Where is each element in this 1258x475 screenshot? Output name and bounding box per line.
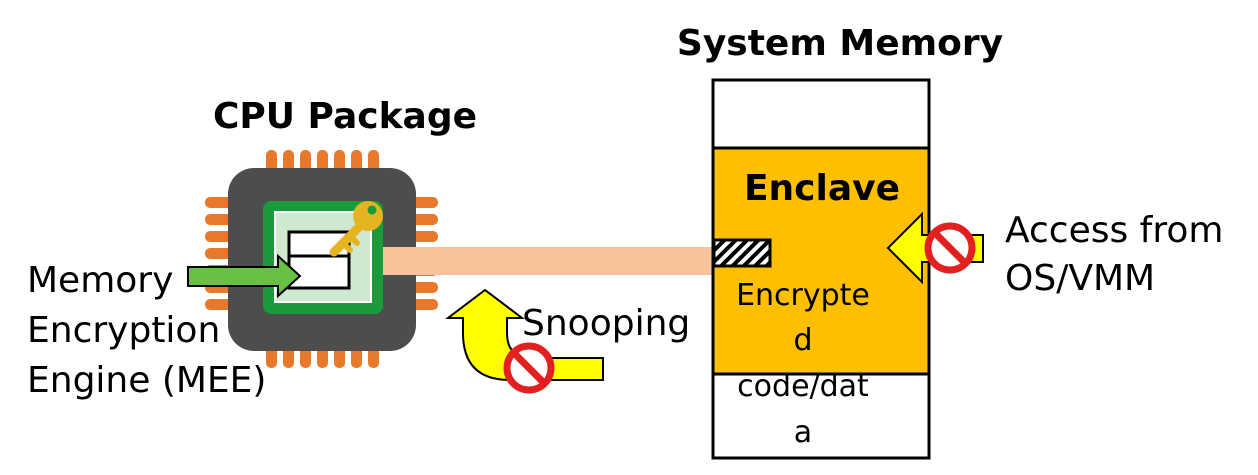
mee-label-line-2: Encryption: [27, 310, 220, 351]
encrypted-line-1: Encrypte: [736, 278, 870, 313]
hatched-block-icon: [712, 238, 772, 268]
snooping-label: Snooping: [522, 303, 690, 344]
access-label-line-2: OS/VMM: [1005, 258, 1155, 299]
prohibited-icon: [924, 222, 976, 274]
encrypted-code-label: Encrypte d code/dat a: [736, 278, 870, 450]
memory-bus: [383, 247, 713, 275]
mee-pointer-arrow: [187, 253, 302, 299]
access-label-line-1: Access from: [1005, 210, 1223, 251]
mee-label-line-1: Memory: [27, 260, 173, 301]
enclave-label: Enclave: [744, 168, 900, 209]
system-memory-title: System Memory: [677, 23, 1003, 64]
encrypted-line-3: code/dat: [737, 369, 869, 404]
memory-top-region: [711, 78, 931, 150]
mee-label: Memory Encryption Engine (MEE): [27, 260, 266, 401]
key-icon: [329, 201, 383, 257]
encrypted-line-4: a: [794, 415, 812, 450]
access-label: Access from OS/VMM: [1005, 210, 1223, 299]
encrypted-line-2: d: [793, 323, 812, 358]
cpu-package-title: CPU Package: [213, 96, 477, 137]
prohibited-icon: [503, 342, 555, 394]
memory-bottom-region: [711, 372, 931, 460]
mee-label-line-3: Engine (MEE): [27, 360, 266, 401]
